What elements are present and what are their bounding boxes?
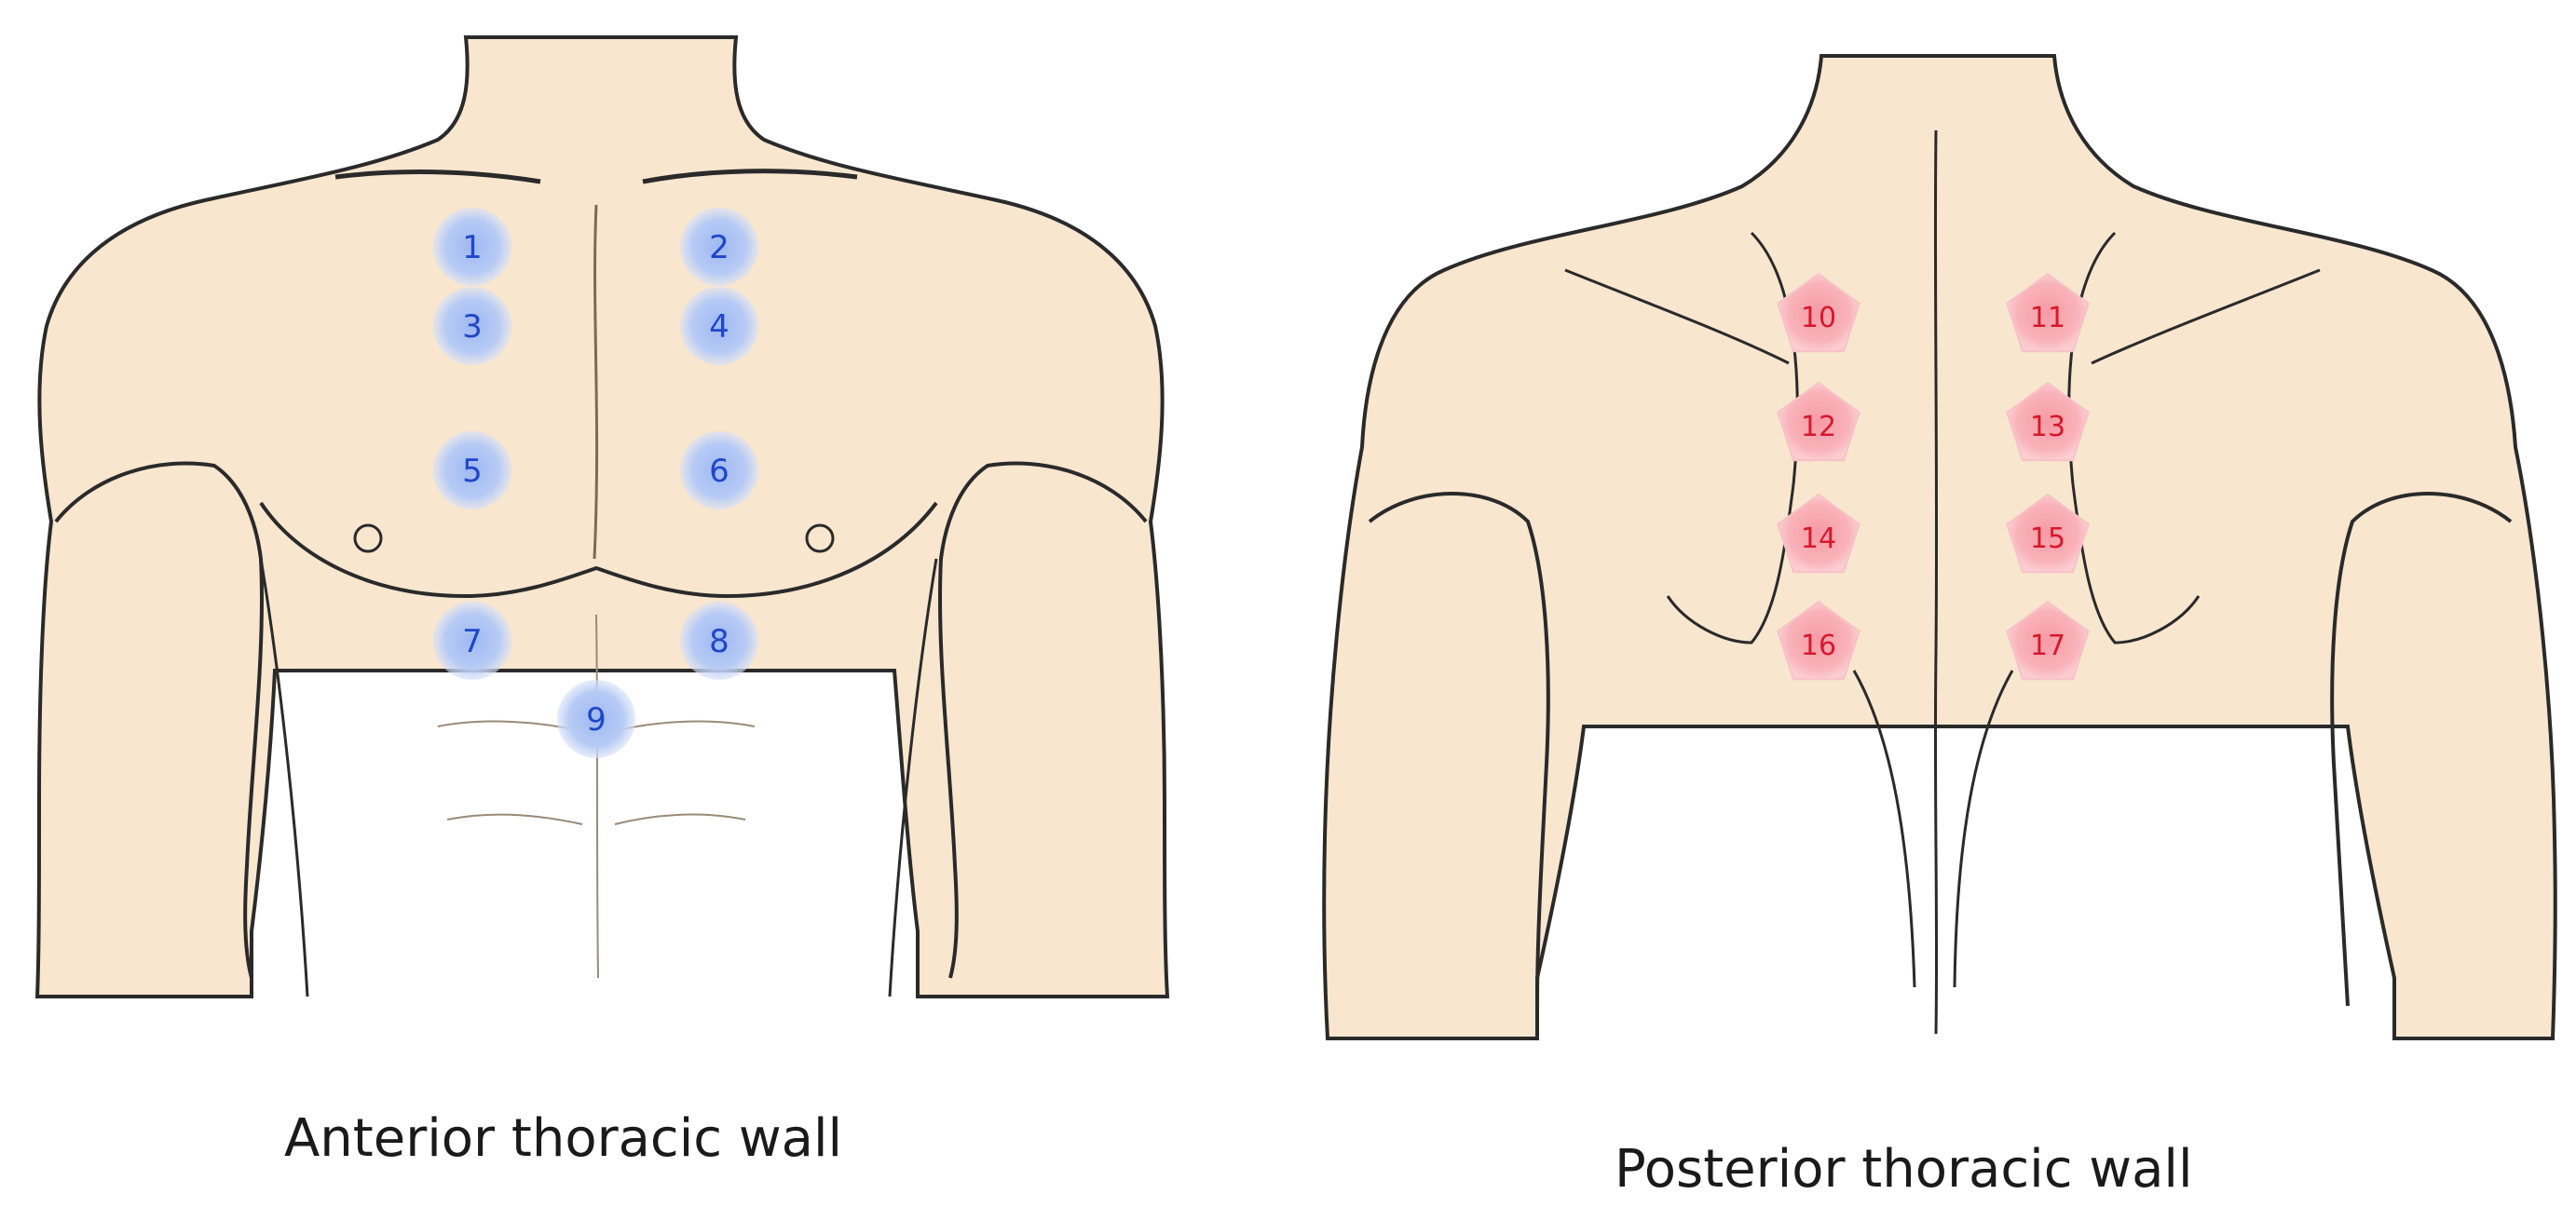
anterior-marker-4 (680, 287, 758, 365)
posterior-marker-label-14: 14 (1801, 522, 1836, 555)
posterior-marker-label-11: 11 (2030, 302, 2065, 334)
posterior-marker-13 (2006, 382, 2090, 462)
anterior-caption: Anterior thoracic wall (284, 1108, 843, 1169)
anterior-marker-7 (433, 602, 511, 680)
posterior-marker-17 (2006, 601, 2090, 681)
posterior-trapezius-right (2091, 268, 2321, 365)
anterior-marker-label-9: 9 (586, 701, 607, 739)
anterior-pectoral-line (259, 501, 938, 599)
anterior-torso-illustration: 1 2 3 4 5 6 7 8 9 (34, 35, 1170, 998)
anterior-marker-9 (557, 680, 635, 758)
posterior-trapezius-left (1564, 268, 1790, 365)
anterior-marker-2 (680, 208, 758, 286)
anterior-marker-label-2: 2 (709, 229, 729, 266)
posterior-marker-15 (2006, 494, 2090, 574)
anterior-ab-left (437, 720, 583, 825)
anterior-abdomen-line (595, 614, 599, 979)
anterior-marker-3 (433, 287, 511, 365)
anterior-waist-right (888, 558, 938, 997)
anterior-marker-label-3: 3 (462, 308, 483, 346)
anterior-nipple-left (353, 523, 383, 553)
posterior-marker-label-17: 17 (2030, 630, 2065, 662)
posterior-marker-10 (1777, 273, 1860, 353)
anterior-marker-label-6: 6 (709, 453, 729, 490)
anterior-nipple-right (805, 523, 835, 553)
posterior-caption: Posterior thoracic wall (1615, 1139, 2193, 1200)
posterior-left-arm-line (1368, 492, 1550, 1007)
anterior-marker-label-8: 8 (709, 623, 729, 660)
anterior-marker-label-1: 1 (462, 229, 483, 266)
anterior-ab-right (614, 720, 756, 825)
anterior-left-arm-line (54, 461, 264, 979)
posterior-markers-group: 10 11 12 13 14 15 16 17 (1777, 273, 2090, 681)
posterior-marker-14 (1777, 494, 1860, 574)
posterior-spine-line (1933, 129, 1939, 1035)
anterior-marker-1 (433, 208, 511, 286)
anterior-clavicle-right (642, 169, 858, 184)
anterior-marker-label-7: 7 (462, 623, 483, 660)
posterior-marker-label-16: 16 (1801, 630, 1836, 662)
anterior-marker-6 (680, 431, 758, 509)
anterior-waist-left (259, 558, 309, 997)
posterior-lower-back-right (1953, 670, 2014, 988)
posterior-right-arm-line (2330, 492, 2513, 1007)
posterior-body-silhouette (1322, 54, 2557, 1040)
posterior-marker-16 (1777, 601, 1860, 681)
anterior-marker-label-4: 4 (709, 308, 729, 346)
anterior-clavicle-left (334, 170, 541, 184)
posterior-marker-12 (1777, 382, 1860, 462)
posterior-lower-back-left (1852, 670, 1916, 988)
posterior-marker-11 (2006, 273, 2090, 353)
posterior-marker-label-12: 12 (1801, 411, 1836, 443)
anterior-sternum-line (593, 204, 599, 560)
anterior-marker-label-5: 5 (462, 453, 483, 490)
anterior-marker-8 (680, 602, 758, 680)
posterior-torso-illustration: 10 11 12 13 14 15 16 17 (1322, 54, 2557, 1040)
posterior-marker-label-13: 13 (2030, 411, 2065, 443)
posterior-marker-label-10: 10 (1801, 302, 1836, 334)
anterior-right-arm-line (938, 461, 1148, 979)
anterior-body-silhouette (34, 35, 1170, 998)
anterior-marker-5 (433, 431, 511, 509)
anterior-markers-group: 1 2 3 4 5 6 7 8 9 (433, 208, 758, 758)
posterior-marker-label-15: 15 (2030, 522, 2065, 555)
